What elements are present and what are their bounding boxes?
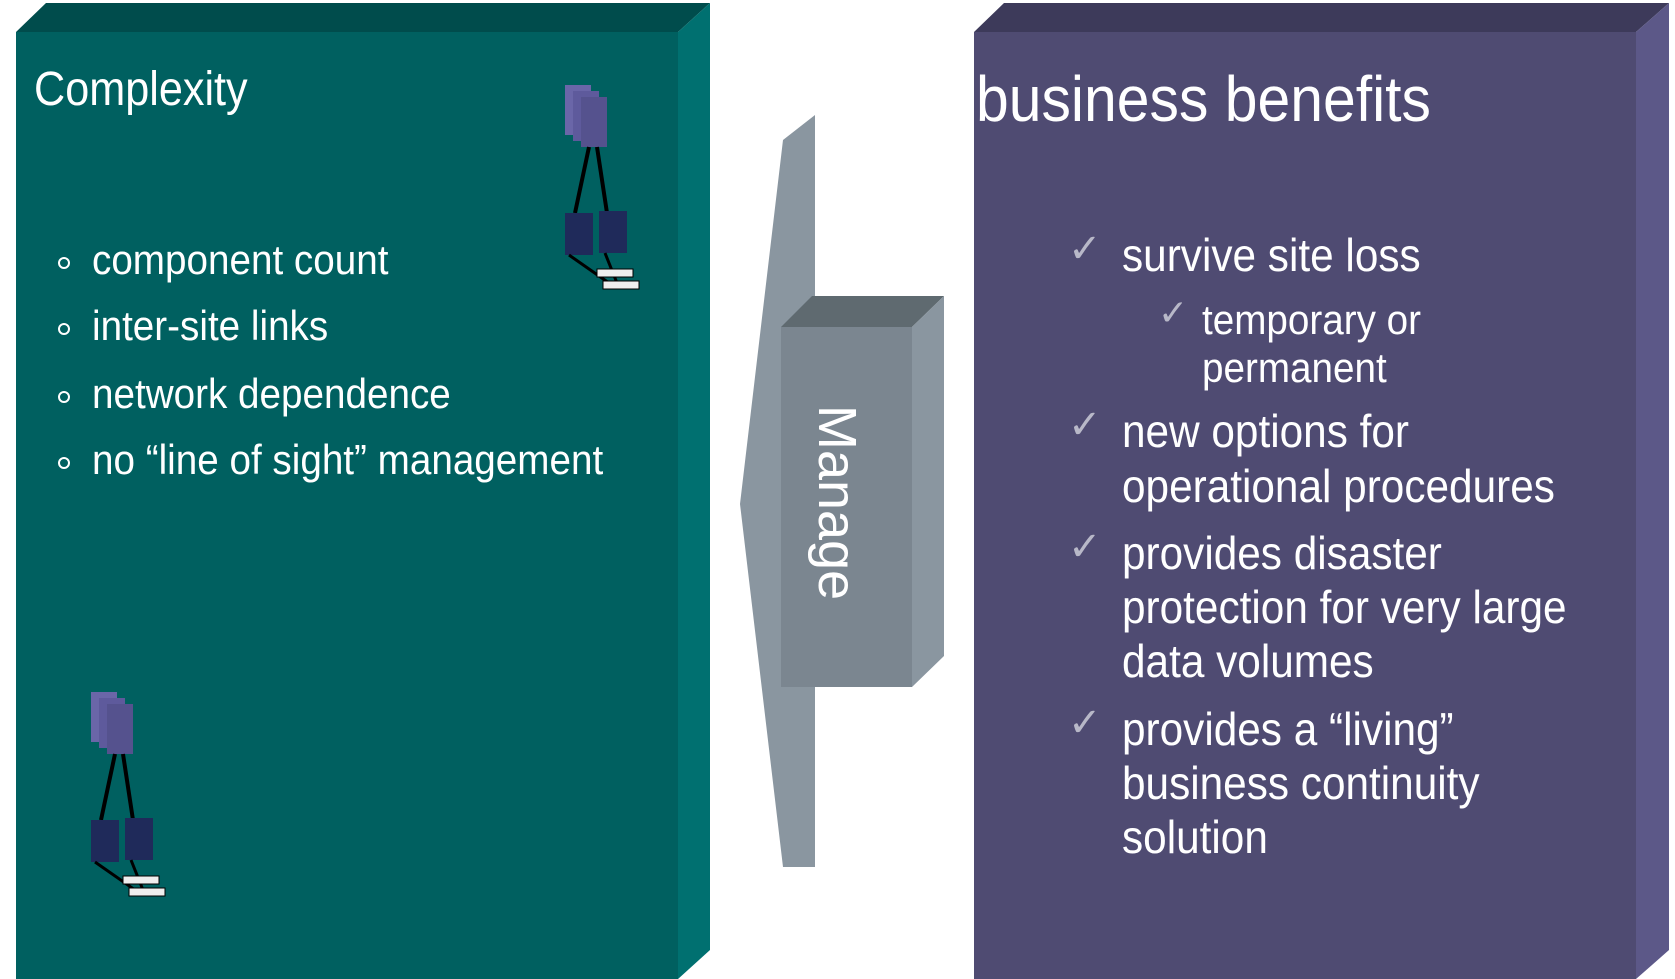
check-icon: ✓ <box>1068 227 1102 271</box>
benefit-line: solution <box>1122 811 1268 863</box>
bullet-icon <box>58 323 70 335</box>
benefit-line: provides a “living” <box>1122 703 1454 755</box>
right-box-side <box>1636 3 1669 979</box>
arrow-side <box>912 296 944 687</box>
bullet-icon <box>58 457 70 469</box>
left-bullet: inter-site links <box>92 302 329 349</box>
right-panel-title: business benefits <box>976 63 1431 135</box>
left-bullet: network dependence <box>92 370 451 417</box>
check-icon: ✓ <box>1068 403 1102 447</box>
left-bullet: component count <box>92 236 389 283</box>
check-icon: ✓ <box>1158 292 1189 333</box>
right-box-top <box>974 3 1669 32</box>
right-box-front <box>974 32 1636 979</box>
benefit-line: temporary or <box>1202 296 1422 343</box>
benefit-line: protection for very large <box>1122 581 1567 633</box>
benefit-line: new options for <box>1122 405 1410 457</box>
check-icon: ✓ <box>1068 701 1102 745</box>
benefit-line: survive site loss <box>1122 229 1421 281</box>
left-box-top <box>16 3 710 32</box>
check-icon: ✓ <box>1068 525 1102 569</box>
benefit-line: provides disaster <box>1122 527 1442 579</box>
benefit-line: data volumes <box>1122 635 1374 687</box>
arrow-front <box>781 327 912 687</box>
left-panel-title: Complexity <box>34 63 248 116</box>
left-bullet: no “line of sight” management <box>92 436 604 483</box>
arrow-back <box>740 115 815 867</box>
benefit-line: permanent <box>1202 344 1387 391</box>
left-box-side <box>678 3 710 979</box>
server-cluster-icon <box>91 692 166 897</box>
arrow-top <box>781 296 944 327</box>
benefit-line: operational procedures <box>1122 460 1555 512</box>
bullet-icon <box>58 257 70 269</box>
bullet-icon <box>58 391 70 403</box>
server-cluster-icon <box>565 85 640 290</box>
manage-label: Manage <box>807 405 867 601</box>
benefit-line: business continuity <box>1122 757 1480 809</box>
